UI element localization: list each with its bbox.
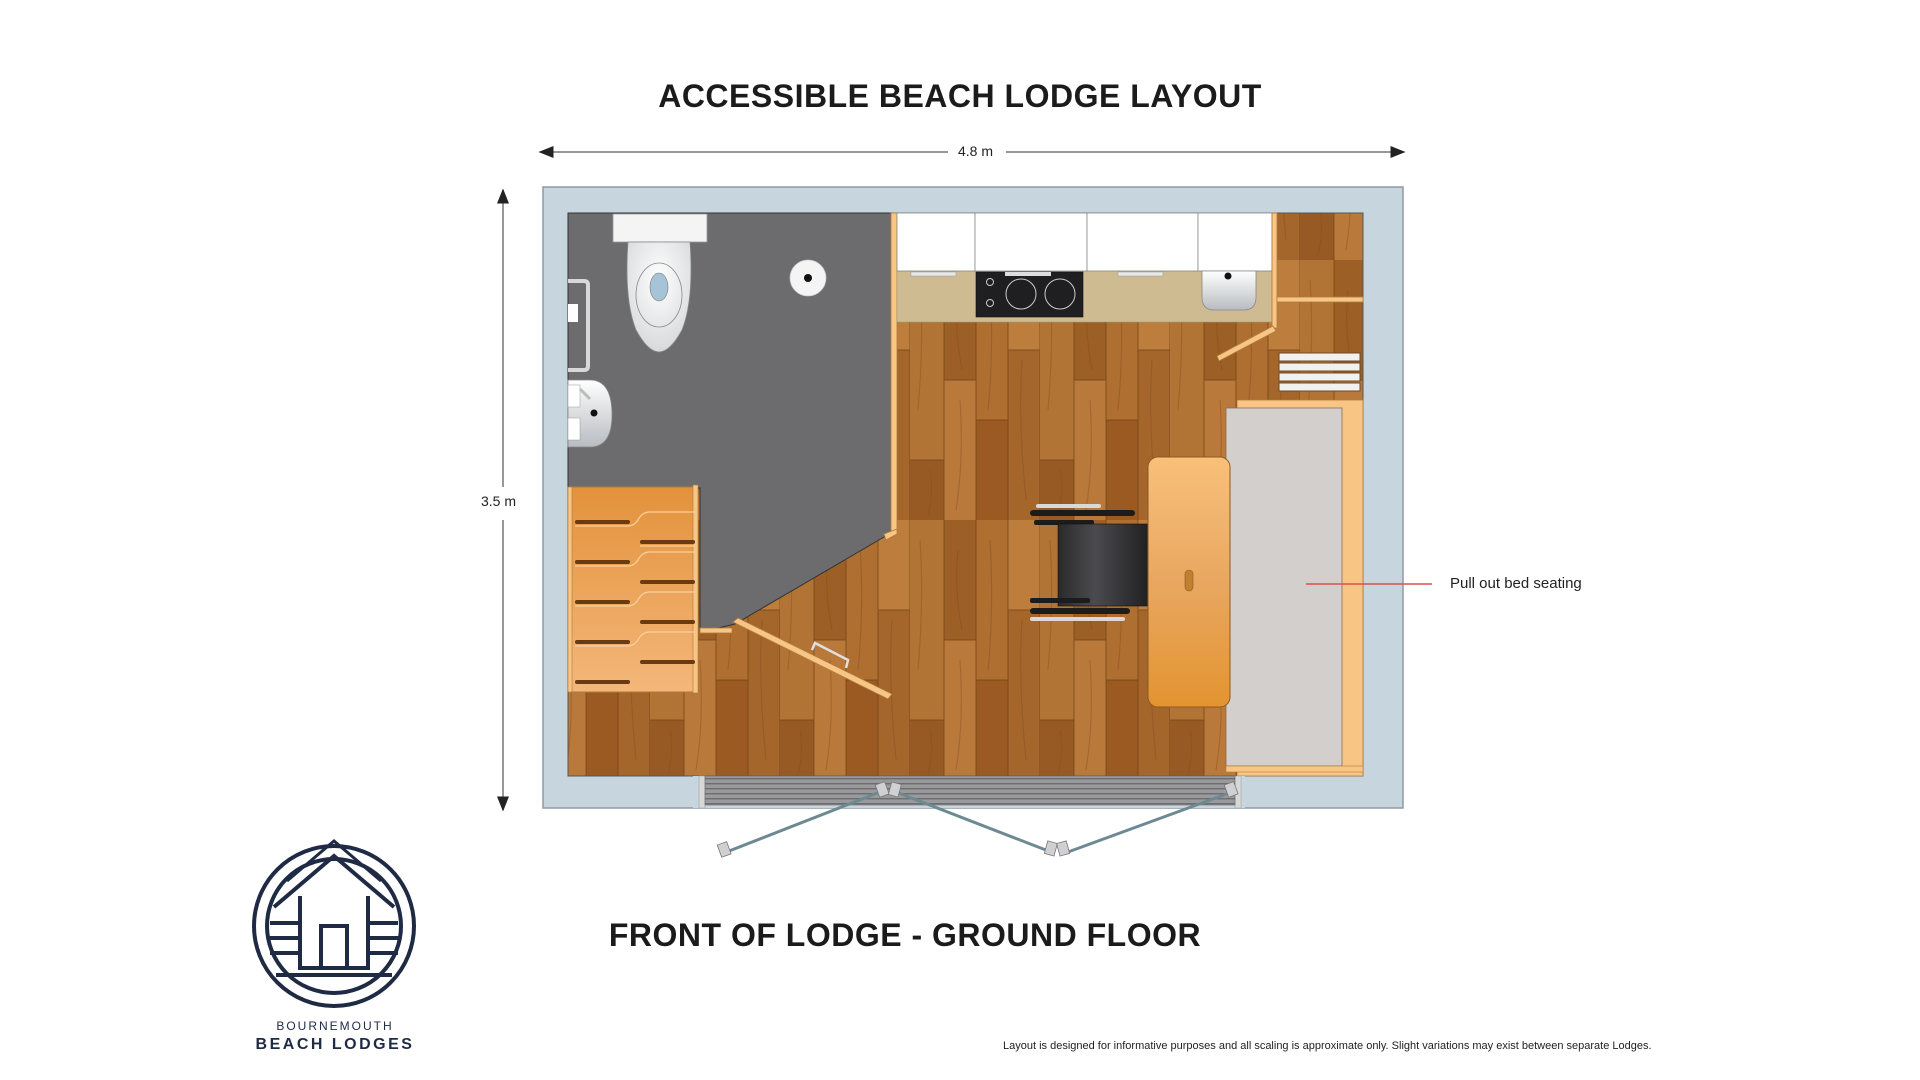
bathroom-partition (699, 212, 898, 634)
floor-title: FRONT OF LODGE - GROUND FLOOR (608, 917, 1202, 953)
beach-lodges-logo-icon (252, 839, 416, 1008)
staircase (567, 484, 699, 694)
brand-line-2: BEACH LODGES (255, 1036, 415, 1053)
hob-icon (975, 271, 1084, 318)
wash-basin-icon (567, 379, 613, 448)
pull-out-bed-label: Pull out bed seating (1450, 575, 1582, 592)
kitchen-sink-icon (1201, 270, 1257, 311)
disclaimer: Layout is designed for informative purpo… (1003, 1040, 1652, 1052)
brand-line-1: BOURNEMOUTH (276, 1019, 394, 1033)
bifold-doors[interactable] (723, 790, 1233, 855)
bifold-door-hinges (716, 781, 1239, 858)
grab-rail-icon (568, 279, 590, 372)
dining-table (1147, 456, 1231, 708)
width-dimension-label: 4.8 m (952, 143, 1000, 159)
bathroom-door[interactable] (732, 617, 893, 700)
floor-drain-icon (789, 259, 827, 297)
door-handle-icon (810, 641, 850, 669)
page-title: ACCESSIBLE BEACH LODGE LAYOUT (658, 78, 1262, 114)
height-dimension-label: 3.5 m (481, 493, 517, 509)
wheelchair-icon (1030, 504, 1151, 621)
shelving-icon (1278, 352, 1361, 392)
front-door-opening (693, 775, 1245, 809)
cupboard-partition (1216, 212, 1364, 362)
pull-out-bed-seating[interactable] (1225, 399, 1364, 777)
toilet-cistern (612, 213, 708, 243)
toilet-icon (626, 241, 692, 353)
